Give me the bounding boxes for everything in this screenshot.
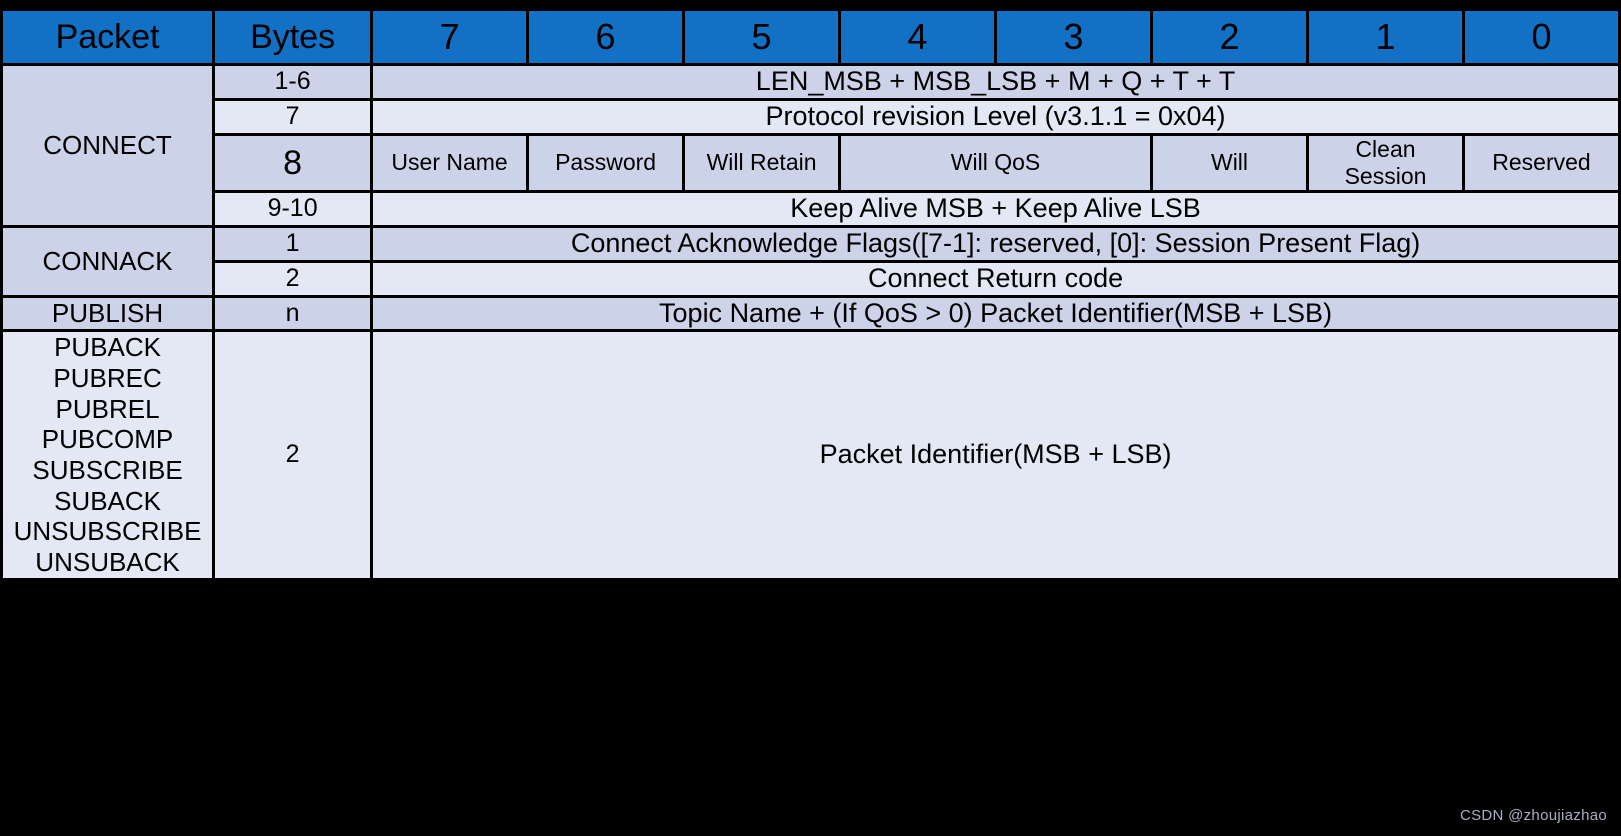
packet-name-item: PUBREL xyxy=(55,393,160,424)
row-description: Keep Alive MSB + Keep Alive LSB xyxy=(373,192,1618,225)
column-header-bit-7: 7 xyxy=(373,11,527,63)
row-description: LEN_MSB + MSB_LSB + M + Q + T + T xyxy=(373,66,1618,98)
packet-name-item: PUBACK xyxy=(54,332,161,363)
table-row: 9-10 Keep Alive MSB + Keep Alive LSB xyxy=(3,192,1618,225)
row-description: Packet Identifier(MSB + LSB) xyxy=(373,332,1618,578)
flag-cell-will-qos: Will QoS xyxy=(841,135,1151,190)
flag-label-line: Clean xyxy=(1355,135,1416,162)
column-header-bit-3: 3 xyxy=(997,11,1151,63)
bytes-label: 2 xyxy=(215,262,371,295)
packet-name-item: SUBACK xyxy=(54,485,161,516)
bytes-label: 9-10 xyxy=(215,192,371,225)
row-description: Protocol revision Level (v3.1.1 = 0x04) xyxy=(373,100,1618,133)
packet-name-item: UNSUBSCRIBE xyxy=(13,516,202,547)
flag-cell-will: Will xyxy=(1153,135,1306,190)
flag-cell-user-name: User Name xyxy=(373,135,527,190)
flag-label-line: Session xyxy=(1344,162,1427,189)
bytes-label: n xyxy=(215,297,371,330)
table-row: 8 User Name Password Will Retain Will Qo… xyxy=(3,135,1618,190)
column-header-bit-5: 5 xyxy=(685,11,839,63)
column-header-packet: Packet xyxy=(3,11,213,63)
mqtt-packet-structure-table: Packet Bytes 7 6 5 4 3 2 1 0 CONNECT 1-6… xyxy=(0,8,1621,581)
column-header-bit-2: 2 xyxy=(1153,11,1306,63)
row-description: Topic Name + (If QoS > 0) Packet Identif… xyxy=(373,297,1618,330)
packet-label-publish: PUBLISH xyxy=(3,297,213,330)
table-row: PUBLISH n Topic Name + (If QoS > 0) Pack… xyxy=(3,297,1618,330)
bytes-label: 7 xyxy=(215,100,371,133)
table-body: CONNECT 1-6 LEN_MSB + MSB_LSB + M + Q + … xyxy=(3,66,1618,578)
row-description: Connect Return code xyxy=(373,262,1618,295)
packet-label-connack: CONNACK xyxy=(3,227,213,295)
bytes-label: 2 xyxy=(215,332,371,578)
table-row: CONNACK 1 Connect Acknowledge Flags([7-1… xyxy=(3,227,1618,295)
packet-name-item: PUBREC xyxy=(53,363,162,394)
csdn-watermark: CSDN @zhoujiazhao xyxy=(1459,807,1607,824)
packet-name-item: PUBCOMP xyxy=(41,424,174,455)
column-header-bit-4: 4 xyxy=(841,11,995,63)
bytes-label: 8 xyxy=(215,135,371,190)
flag-cell-password: Password xyxy=(529,135,683,190)
row-description: Connect Acknowledge Flags([7-1]: reserve… xyxy=(373,227,1618,260)
column-header-bit-0: 0 xyxy=(1464,11,1618,63)
table-header: Packet Bytes 7 6 5 4 3 2 1 0 xyxy=(3,11,1618,63)
column-header-bit-1: 1 xyxy=(1309,11,1462,63)
packet-label-connect: CONNECT xyxy=(3,66,213,225)
flag-cell-reserved: Reserved xyxy=(1464,135,1618,190)
flag-cell-will-retain: Will Retain xyxy=(685,135,839,190)
packet-name-item: SUBSCRIBE xyxy=(32,455,183,486)
column-header-bytes: Bytes xyxy=(215,11,371,63)
bytes-label: 1 xyxy=(215,227,371,260)
table-row: 7 Protocol revision Level (v3.1.1 = 0x04… xyxy=(3,100,1618,133)
bytes-label: 1-6 xyxy=(215,66,371,98)
header-row: Packet Bytes 7 6 5 4 3 2 1 0 xyxy=(3,11,1618,63)
column-header-bit-6: 6 xyxy=(529,11,683,63)
table-row: CONNECT 1-6 LEN_MSB + MSB_LSB + M + Q + … xyxy=(3,66,1618,225)
table-row: 2 Connect Return code xyxy=(3,262,1618,295)
packet-name-item: UNSUBACK xyxy=(35,547,180,578)
